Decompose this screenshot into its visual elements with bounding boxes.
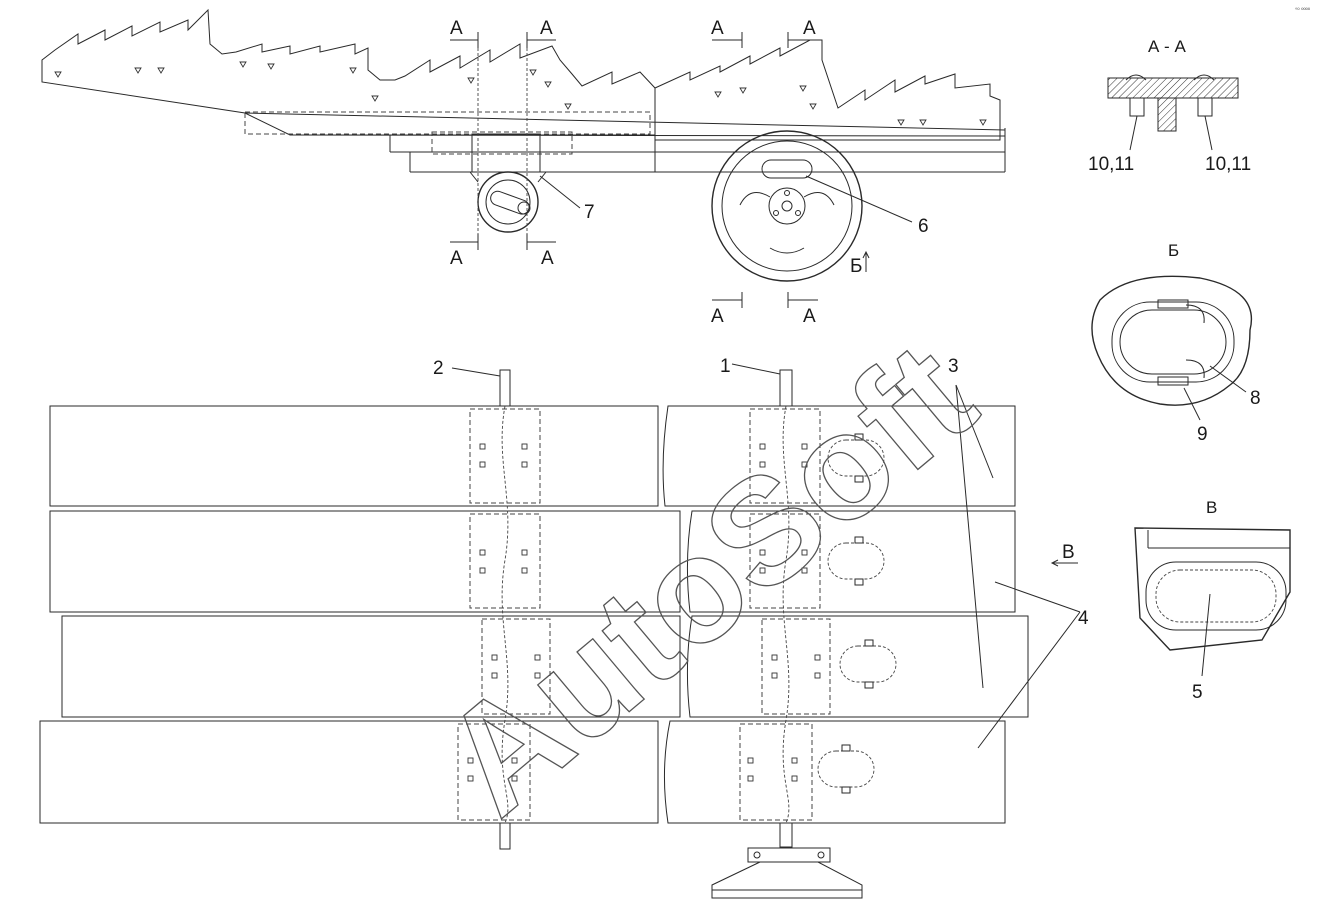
svg-text:А: А [803,18,816,39]
hinges-right [739,405,831,824]
callout-10-11-right: 10,11 [1205,154,1251,175]
callout-10-11-left: 10,11 [1088,154,1134,175]
callout-2: 2 [433,358,444,379]
svg-text:А: А [711,306,724,327]
section-aa-title: А - А [1148,37,1186,56]
svg-text:А: А [711,18,724,39]
callout-3: 3 [948,356,959,377]
panel-left-1 [49,405,659,507]
section-markers-top: А А А А А А А А Б [450,18,870,327]
view-b-title: Б [1168,241,1179,260]
top-side-view [41,8,1006,282]
callout-5: 5 [1192,682,1203,703]
svg-text:А: А [450,18,463,39]
view-v-title: В [1206,498,1217,517]
panel-left-4 [39,720,659,824]
svg-text:А: А [541,248,554,269]
callout-7: 7 [584,202,595,223]
view-b-detail: Б 8 9 [1091,241,1261,445]
toothed-plate-right [654,39,1001,141]
callout-labels: 7 6 2 1 3 4 [433,202,1089,629]
callout-1: 1 [720,356,731,377]
leader-lines [451,175,1081,749]
large-wheel [711,130,863,282]
corner-mark: °º ºººº [1295,7,1311,14]
pulley [711,847,863,899]
section-aa-detail: А - А 10,11 10,11 [1088,37,1251,175]
panel-handles [817,433,897,794]
view-v-detail: В 5 [1134,498,1291,703]
panel-left-2 [49,510,681,613]
callout-8: 8 [1250,388,1261,409]
toothed-plate-left [41,8,656,136]
hinges-left [457,405,551,824]
svg-text:А: А [540,18,553,39]
shaft-left-top [499,369,511,407]
panel-right-4 [663,720,1006,824]
panel-left-3 [61,615,681,718]
callout-9: 9 [1197,424,1208,445]
small-wheel [477,171,539,233]
tooth-holes [54,61,987,126]
callout-6: 6 [918,216,929,237]
callout-4: 4 [1078,608,1089,629]
plan-view-panels [39,369,1029,899]
svg-text:В: В [1062,542,1075,563]
panel-right-1 [662,405,1016,507]
svg-text:А: А [450,248,463,269]
panel-right-2 [686,510,1016,613]
svg-text:А: А [803,306,816,327]
svg-text:Б: Б [850,256,862,277]
panel-right-3 [686,615,1029,718]
